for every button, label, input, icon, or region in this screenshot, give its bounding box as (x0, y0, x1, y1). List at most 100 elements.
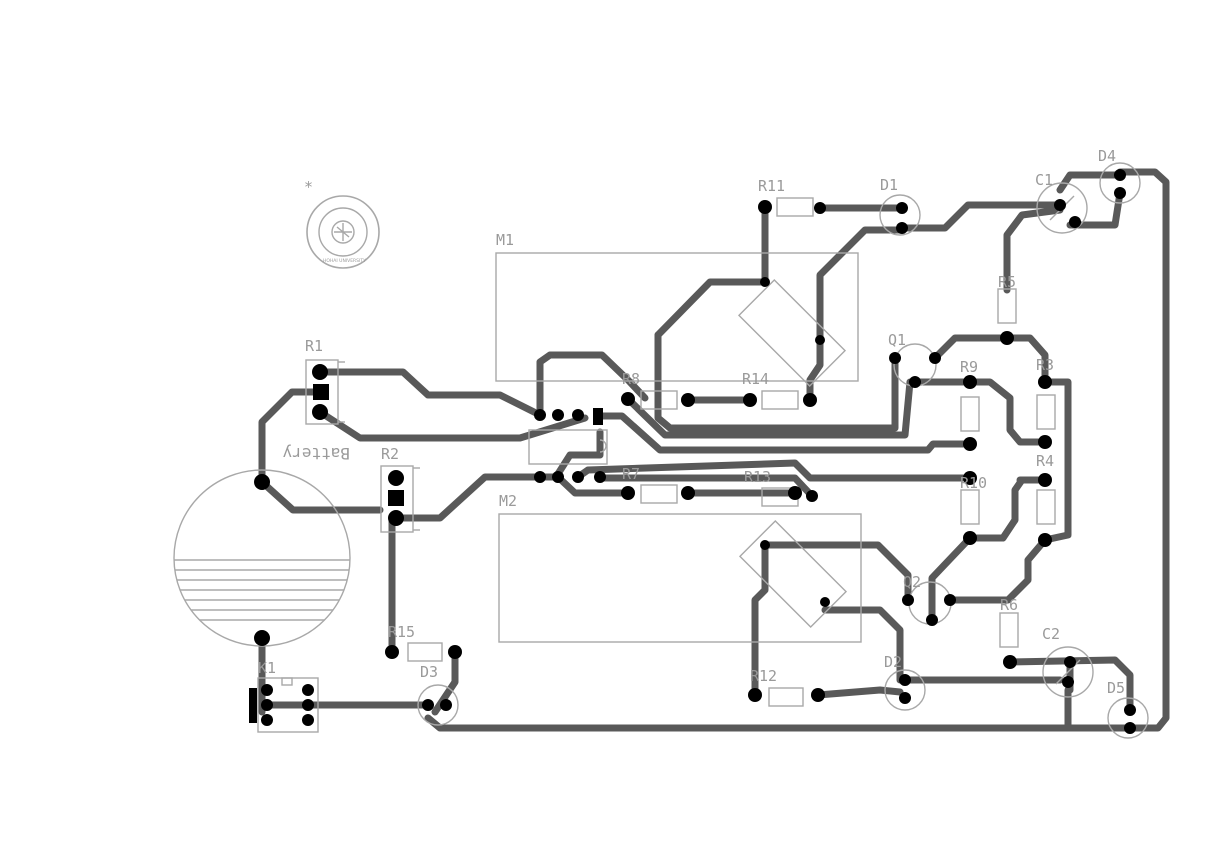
label-r9: R9 (960, 358, 978, 376)
label-r10: R10 (960, 474, 987, 492)
round-pad (760, 277, 770, 287)
round-pad (1062, 676, 1074, 688)
r10-body (960, 489, 980, 525)
label-k1: K1 (258, 659, 276, 677)
round-pad (1114, 169, 1126, 181)
round-pad (261, 684, 273, 696)
label-d5: D5 (1107, 679, 1125, 697)
square-pad (388, 490, 404, 506)
round-pad (621, 486, 635, 500)
m2-chip-outline (738, 519, 848, 629)
square-pad (249, 688, 257, 723)
round-pad (1038, 375, 1052, 389)
r15-body (407, 642, 443, 662)
round-pad (1064, 656, 1076, 668)
round-pad (1038, 533, 1052, 547)
round-pad (254, 630, 270, 646)
label-m2: M2 (499, 492, 517, 510)
round-pad (572, 409, 584, 421)
round-pad (760, 540, 770, 550)
label-r15: R15 (388, 623, 415, 641)
round-pad (758, 200, 772, 214)
r3-body (1036, 394, 1056, 430)
pads (249, 169, 1136, 734)
label-r2: R2 (381, 445, 399, 463)
label-m1: M1 (496, 231, 514, 249)
round-pad (681, 486, 695, 500)
silkscreen (173, 162, 1149, 739)
university-logo: * HOHAI UNIVERSITY (304, 178, 380, 269)
round-pad (963, 531, 977, 545)
round-pad (385, 645, 399, 659)
label-d2: D2 (884, 653, 902, 671)
round-pad (806, 490, 818, 502)
round-pad (594, 471, 606, 483)
round-pad (963, 471, 977, 485)
round-pad (440, 699, 452, 711)
c1-outline (1036, 182, 1088, 234)
r8-body (640, 390, 678, 410)
round-pad (572, 471, 584, 483)
trace (928, 534, 974, 624)
d1-outline (879, 194, 921, 236)
d4-outline (1099, 162, 1141, 204)
round-pad (448, 645, 462, 659)
round-pad (963, 437, 977, 451)
round-pad (814, 202, 826, 214)
module-m2-outline (498, 513, 862, 643)
r12-body (768, 687, 804, 707)
round-pad (896, 202, 908, 214)
label-d4: D4 (1098, 147, 1116, 165)
round-pad (302, 714, 314, 726)
round-pad (1124, 722, 1136, 734)
r14-body (761, 390, 799, 410)
trace (946, 536, 1049, 604)
trace (424, 168, 1170, 732)
round-pad (743, 393, 757, 407)
trace (1003, 206, 1064, 294)
round-pad (534, 471, 546, 483)
round-pad (621, 392, 635, 406)
m1-chip-outline (737, 278, 847, 388)
r5-body (997, 288, 1017, 324)
round-pads (254, 169, 1136, 734)
trace (316, 408, 589, 442)
logo-seal-glyph (334, 223, 352, 241)
round-pad (1003, 655, 1017, 669)
label-r6: R6 (1000, 596, 1018, 614)
trace (821, 606, 904, 684)
trace (966, 476, 1026, 542)
round-pad (788, 486, 802, 500)
k1-notch (281, 677, 293, 686)
round-pad (926, 614, 938, 626)
trace (896, 201, 1064, 232)
trace (554, 473, 632, 497)
label-r11: R11 (758, 177, 785, 195)
label-r12: R12 (750, 667, 777, 685)
trace (594, 412, 974, 454)
ic-notch (599, 439, 607, 453)
trace (1056, 171, 1124, 194)
round-pad (963, 375, 977, 389)
trace (316, 368, 544, 419)
label-r8: R8 (622, 370, 640, 388)
round-pad (312, 404, 328, 420)
label-r14: R14 (742, 370, 769, 388)
d3-outline (417, 684, 459, 726)
logo-marker: * (304, 178, 313, 196)
r9-body (960, 396, 980, 432)
round-pad (1054, 199, 1066, 211)
label-c2: C2 (1042, 625, 1060, 643)
trace (1066, 189, 1124, 229)
label-r5: R5 (998, 273, 1016, 291)
trace (536, 428, 604, 481)
trace (806, 226, 904, 404)
round-pad (388, 470, 404, 486)
label-c1: C1 (1035, 171, 1053, 189)
label-d3: D3 (420, 663, 438, 681)
round-pad (261, 714, 273, 726)
r2-outline (380, 465, 414, 533)
logo-caption: HOHAI UNIVERSITY (323, 258, 366, 264)
label-r7: R7 (622, 465, 640, 483)
round-pad (811, 688, 825, 702)
